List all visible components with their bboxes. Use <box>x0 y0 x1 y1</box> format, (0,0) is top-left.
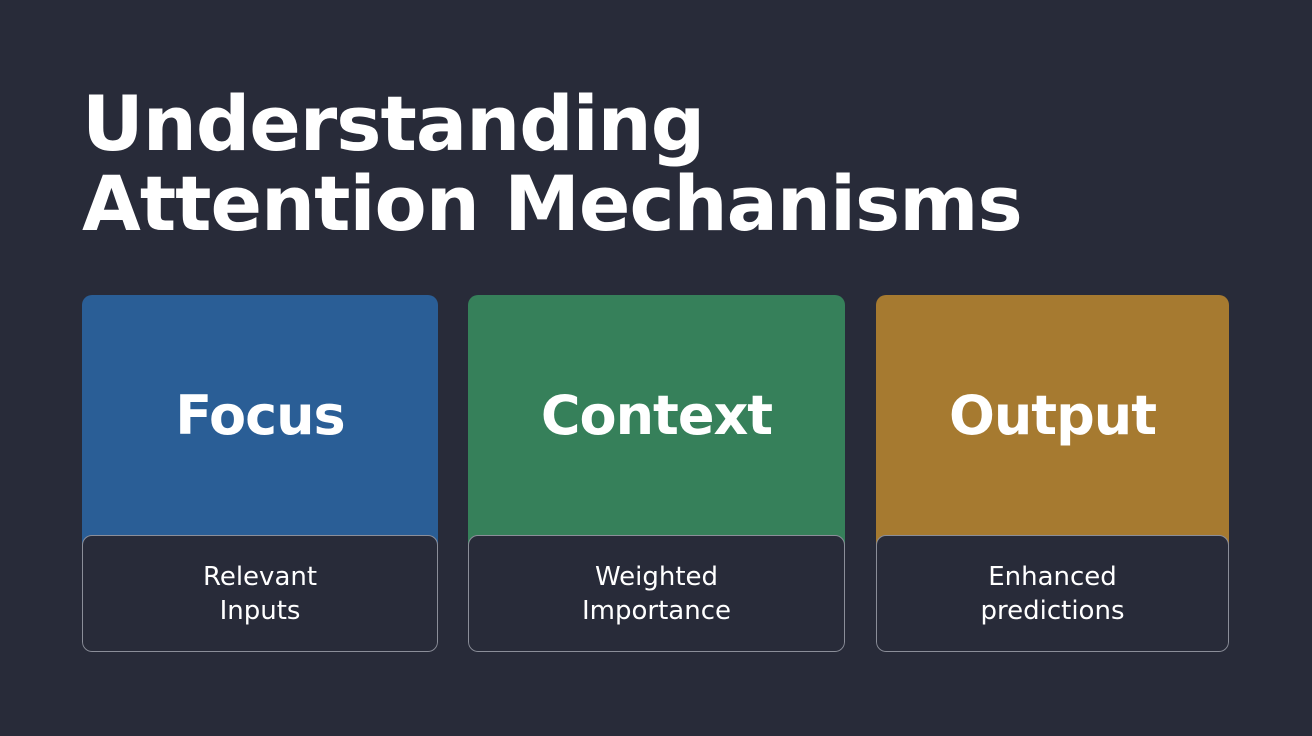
context-card-description-box: Weighted Importance <box>468 535 845 652</box>
output-card: Output Enhanced predictions <box>876 295 1229 652</box>
output-card-header: Output <box>876 295 1229 555</box>
focus-card: Focus Relevant Inputs <box>82 295 438 652</box>
context-card: Context Weighted Importance <box>468 295 845 652</box>
title-line-2: Attention Mechanisms <box>82 159 1023 248</box>
focus-card-description-box: Relevant Inputs <box>82 535 438 652</box>
output-card-heading: Output <box>948 383 1157 447</box>
focus-card-heading: Focus <box>175 383 345 447</box>
context-card-description: Weighted Importance <box>582 561 731 626</box>
focus-card-header: Focus <box>82 295 438 555</box>
focus-card-description: Relevant Inputs <box>202 561 318 626</box>
output-card-description: Enhanced predictions <box>980 561 1125 626</box>
slide-title: Understanding Attention Mechanisms <box>82 79 1023 248</box>
context-card-header: Context <box>468 295 845 555</box>
context-card-heading: Context <box>540 383 773 447</box>
title-line-1: Understanding <box>82 79 705 168</box>
output-card-description-box: Enhanced predictions <box>876 535 1229 652</box>
